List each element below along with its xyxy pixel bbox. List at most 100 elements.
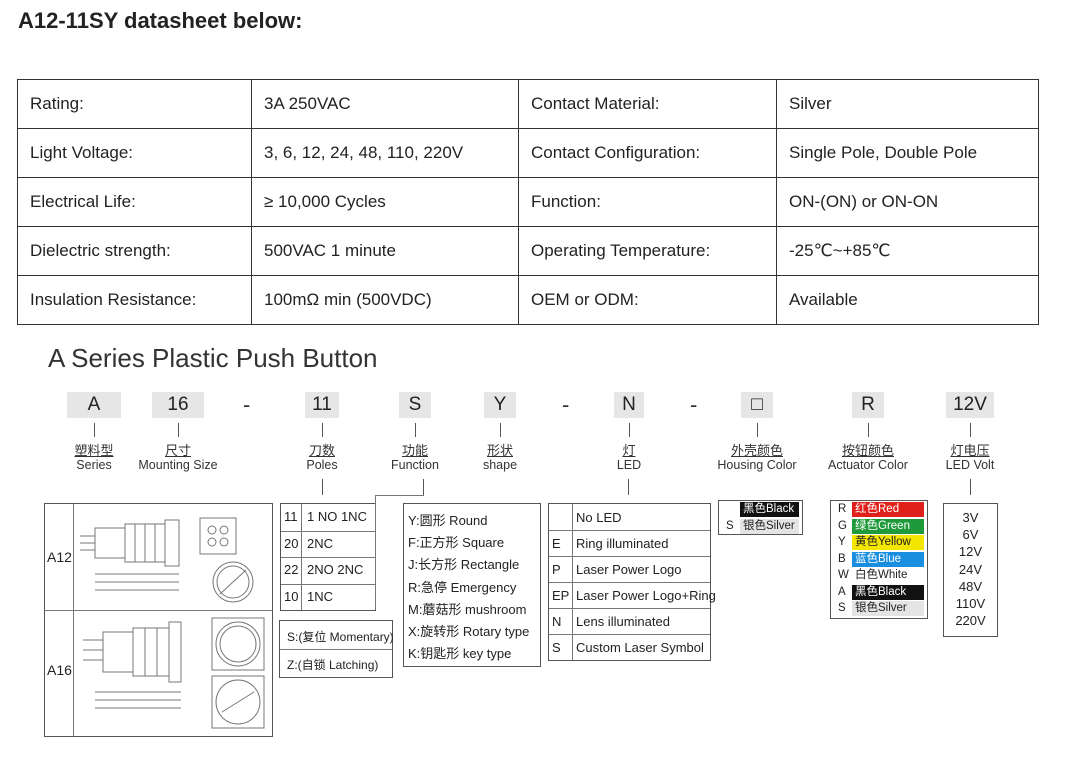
pole-text: 1 NO 1NC xyxy=(307,509,367,524)
function-panel: S:(复位 Momentary) Z:(自锁 Latching) xyxy=(279,620,394,678)
code-part: S xyxy=(399,392,431,418)
code-dash: - xyxy=(690,392,698,417)
color-label: 黑色Black xyxy=(852,584,924,600)
size-a16: A16 xyxy=(47,662,72,678)
pole-text: 1NC xyxy=(307,588,334,604)
color-label: 蓝色Blue xyxy=(852,551,924,567)
code-tick xyxy=(970,423,971,437)
pole-code: 10 xyxy=(284,588,299,604)
color-code: Y xyxy=(838,536,846,548)
shape-item: K:钥匙形 key type xyxy=(408,646,512,662)
led-text: Laser Power Logo+Ring xyxy=(576,588,716,603)
code-part: 16 xyxy=(152,392,204,418)
label-cn: 形状 xyxy=(486,443,513,458)
size-drawing-panel: A12 A16 xyxy=(44,503,273,737)
poles-panel: 11 1 NO 1NC 20 2NC 22 2NO 2NC 10 1NC xyxy=(280,503,376,611)
color-code: A xyxy=(838,585,846,598)
code-tick xyxy=(415,423,416,437)
spec-value: Single Pole, Double Pole xyxy=(776,128,1039,178)
code-part: □ xyxy=(741,392,773,418)
volt-option: 24V xyxy=(958,561,983,577)
pole-code: 11 xyxy=(284,509,298,524)
led-code: E xyxy=(552,536,561,551)
size-a12: A12 xyxy=(47,549,72,565)
label-cn: 塑料型 xyxy=(74,443,114,458)
led-code: EP xyxy=(552,588,570,603)
led-text: Ring illuminated xyxy=(576,536,669,551)
spec-value: 100mΩ min (500VDC) xyxy=(251,275,519,325)
color-option: S 银色Silver xyxy=(720,518,801,534)
code-tick xyxy=(757,423,758,437)
code-part: N xyxy=(614,392,644,418)
label-cn: 灯电压 xyxy=(950,443,990,458)
led-code: P xyxy=(552,562,561,577)
label-cn: 尺寸 xyxy=(164,443,191,458)
pole-text: 2NC xyxy=(307,535,334,551)
volt-option: 110V xyxy=(955,596,986,611)
code-tick xyxy=(94,423,95,437)
label-en: Series xyxy=(76,458,112,472)
color-label: 银色Silver xyxy=(852,601,924,616)
color-label: 黑色Black xyxy=(740,502,799,517)
label-en: Actuator Color xyxy=(828,458,908,472)
led-code: N xyxy=(552,614,562,629)
a16-drawing xyxy=(83,617,265,729)
spec-label: Insulation Resistance: xyxy=(17,275,252,325)
spec-value: Available xyxy=(776,275,1039,325)
color-option: 黑色Black xyxy=(720,502,801,517)
led-text: Lens illuminated xyxy=(576,614,670,629)
shape-item: M:蘑菇形 mushroom xyxy=(408,601,527,617)
code-tick xyxy=(629,423,630,437)
function-item: Z:(自锁 Latching) xyxy=(287,658,379,672)
shape-item: X:旋转形 Rotary type xyxy=(408,624,530,639)
pole-code: 20 xyxy=(284,535,299,551)
volt-option: 48V xyxy=(958,578,983,594)
label-cn: 按钮颜色 xyxy=(841,443,894,458)
color-option: A 黑色Black xyxy=(832,584,926,600)
label-en: LED xyxy=(616,458,642,472)
color-label: 银色Silver xyxy=(740,518,799,534)
led-text: Laser Power Logo xyxy=(576,562,682,577)
led-text: Custom Laser Symbol xyxy=(576,640,704,655)
code-tick xyxy=(500,423,501,437)
spec-label: Light Voltage: xyxy=(17,128,252,178)
label-cn: 功能 xyxy=(401,443,428,458)
led-code: S xyxy=(552,640,561,655)
spec-row: Light Voltage:3, 6, 12, 24, 48, 110, 220… xyxy=(17,128,1039,178)
label-en: Function xyxy=(391,458,439,472)
spec-label: Contact Material: xyxy=(518,79,777,129)
code-part: A xyxy=(67,392,121,418)
code-part: 12V xyxy=(946,392,994,418)
spec-value: 3, 6, 12, 24, 48, 110, 220V xyxy=(251,128,519,178)
color-code: R xyxy=(838,503,847,515)
volt-option: 6V xyxy=(962,527,979,543)
spec-label: OEM or ODM: xyxy=(518,275,777,325)
spec-label: Electrical Life: xyxy=(17,177,252,227)
color-code: S xyxy=(726,519,734,532)
color-label: 绿色Green xyxy=(852,518,924,534)
code-part: Y xyxy=(484,392,516,418)
label-en: shape xyxy=(482,458,518,472)
pole-code: 22 xyxy=(284,562,299,577)
spec-value: ≥ 10,000 Cycles xyxy=(251,177,519,227)
label-cn: 外壳颜色 xyxy=(730,443,783,458)
code-dash: - xyxy=(243,392,251,417)
pole-text: 2NO 2NC xyxy=(307,562,364,577)
color-code: W xyxy=(838,569,849,581)
code-tick xyxy=(322,423,323,437)
label-en: Poles xyxy=(306,458,338,472)
function-item: S:(复位 Momentary) xyxy=(287,630,394,644)
led-text: No LED xyxy=(576,510,622,525)
spec-value: 500VAC 1 minute xyxy=(251,226,519,276)
page-title: A12-11SY datasheet below: xyxy=(18,8,303,33)
volt-option: 220V xyxy=(955,613,986,629)
